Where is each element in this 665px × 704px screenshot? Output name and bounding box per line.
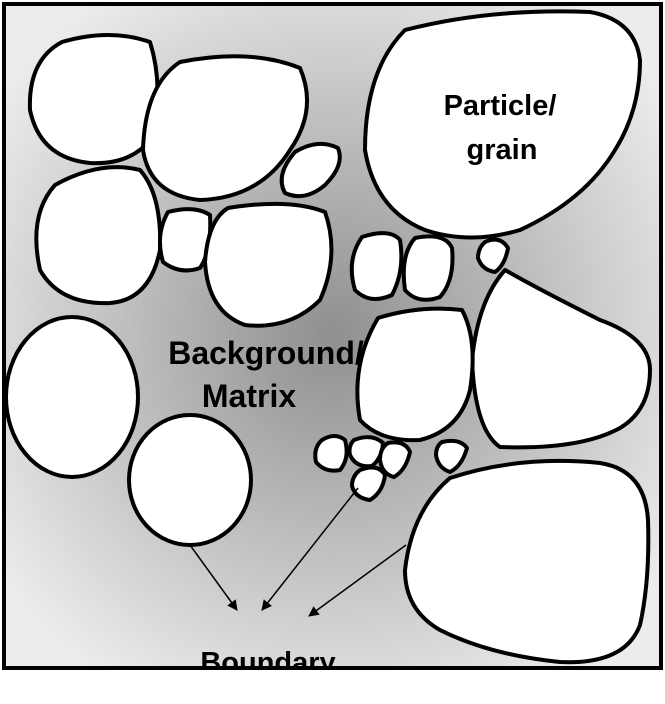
grain (157, 207, 213, 273)
grain (363, 9, 642, 240)
grain (355, 306, 475, 443)
grain (378, 440, 412, 479)
grain (34, 165, 163, 306)
particle-label-2: grain (467, 134, 538, 166)
boundary-arrow-right (308, 544, 407, 617)
grain (127, 413, 253, 547)
boundary-arrow-middle (261, 487, 359, 611)
particle-label-line2: grain (467, 134, 538, 166)
grain (434, 438, 469, 474)
grain (4, 315, 140, 479)
matrix-label-line2: Matrix (202, 378, 296, 414)
grain (350, 465, 387, 502)
grain (476, 237, 510, 274)
grain (347, 435, 385, 469)
grains (4, 9, 652, 665)
matrix-label-line1: Background/ (168, 335, 364, 371)
matrix-label: Background/ (168, 335, 364, 371)
grain (27, 33, 160, 166)
grain (401, 234, 455, 302)
grain (279, 141, 342, 199)
particle-label: Particle/ (444, 90, 557, 122)
boundary-arrow-left (189, 544, 238, 611)
particle-label-line1: Particle/ (444, 90, 557, 122)
boundary-arrows (189, 487, 407, 617)
grain (349, 231, 404, 301)
bottom-margin (0, 670, 665, 704)
grain (203, 201, 334, 328)
grain (313, 434, 349, 473)
matrix-label-2: Matrix (202, 378, 296, 414)
grain (403, 458, 651, 665)
grain (141, 54, 310, 202)
